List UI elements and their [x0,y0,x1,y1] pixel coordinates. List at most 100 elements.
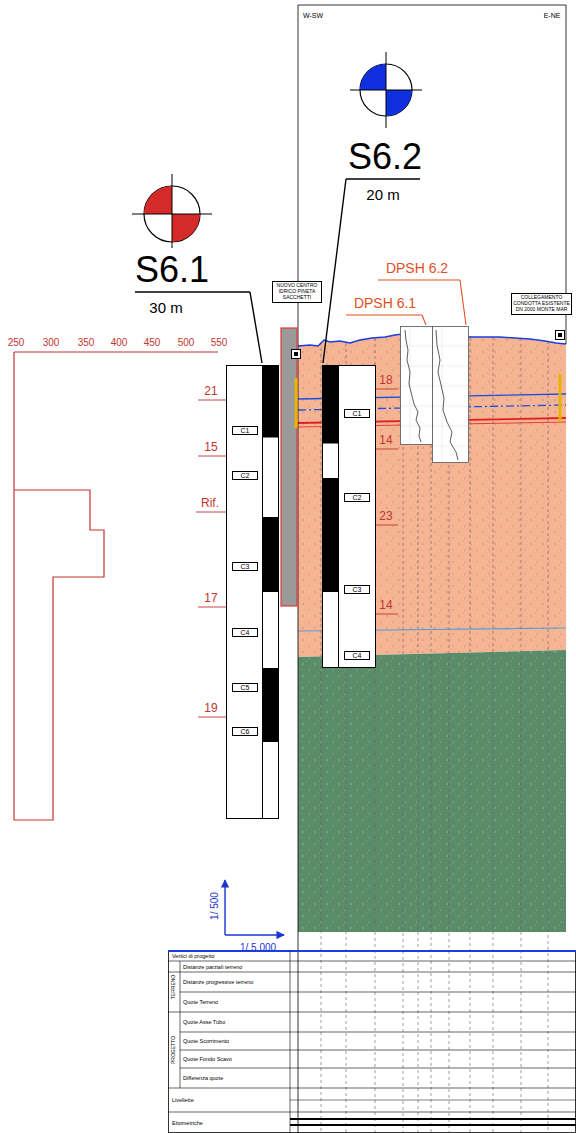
borehole-symbol [360,64,386,90]
spt-leader [198,400,226,401]
scale-arrow [225,934,284,935]
test-id: DPSH 6.2 [386,261,448,276]
resistance-chart [14,490,104,820]
spt-leader [376,449,398,450]
row-label: Quote Scorrimento [183,1038,229,1044]
box-text: C4 [241,629,250,636]
sample-box: C1 [344,409,370,418]
box-text: C1 [353,410,362,417]
axis-tick: 550 [211,337,228,348]
borehole-symbol [172,174,173,248]
profile-table [180,961,181,1088]
box-text: C1 [241,427,250,434]
profile-table [180,1032,576,1033]
profile-table [290,1118,576,1120]
penetration-plot [401,406,432,407]
axis-tick: 450 [144,337,161,348]
sample-box: C3 [344,585,370,594]
spt-leader [376,614,398,615]
box-text: C2 [241,472,250,479]
profile-table [290,1124,576,1126]
box-text: C3 [241,563,250,570]
leader-line [135,291,250,292]
station-line [418,332,419,1133]
profile-frame [298,5,299,1133]
profile-frame [298,5,566,6]
spt-leader [198,456,226,457]
scale-label: 1/ 500 [209,892,220,920]
station-line [321,342,322,1133]
resistance-chart [14,351,218,352]
connection-marker [559,374,562,422]
station-line [431,331,432,1133]
box-text: C2 [353,494,362,501]
box-text: C6 [241,728,250,735]
spt-value: 14 [378,599,393,612]
profile-table [168,961,576,962]
leader-line [250,292,262,363]
sample-box: C5 [232,683,258,692]
leader-line [460,280,466,325]
leader-line [346,178,420,179]
penetration-plot [442,327,443,462]
test-id: DPSH 6.1 [354,296,416,311]
table-header: Vertici di progetto [172,953,215,959]
borehole-column [323,366,339,444]
penetration-plot [433,386,468,387]
penetration-plot [433,327,469,463]
leader-line [323,179,346,363]
borehole-casing [281,328,301,606]
profile-table [290,1100,576,1101]
connection-marker [556,331,565,340]
spt-value: Rif. [201,497,219,510]
box-text: NUOVO CENTRO IDRICO PINETA SACCHETTI [274,283,320,300]
penetration-plot [433,446,468,447]
station-line [521,338,522,1133]
penetration-plot [433,426,468,427]
connection-marker [556,331,565,423]
resistance-chart [14,352,218,820]
profile-table [168,951,576,1133]
sample-box: C4 [344,651,370,660]
leader-line [422,315,426,325]
axis-tick: 500 [178,337,195,348]
borehole-symbol [172,214,200,242]
penetration-plot [405,330,421,442]
leader-line [346,280,466,325]
borehole-id: S6.2 [348,137,422,177]
borehole-column [227,366,279,819]
leader-line [135,292,262,363]
spt-leader [198,607,226,608]
row-label: Distanze parziali terreno [183,963,242,969]
profile-table [180,1068,576,1069]
profile-table [290,951,291,1133]
station-line [493,337,494,1133]
spt-value: 14 [378,434,393,447]
soil-layer [298,650,566,932]
leader-line [346,314,422,315]
group-label: TERRENO [171,974,177,998]
borehole-id: S6.1 [135,250,209,290]
station-line [548,341,549,1133]
borehole-column [263,366,279,438]
penetration-plot [401,366,432,367]
penetration-plot [433,366,468,367]
penetration-plot [401,327,433,445]
connection-marker [558,333,562,337]
profile-table [180,1050,576,1051]
spt-leader [198,717,226,718]
profile-table [180,992,576,993]
row-label: Quote Asse Tubo [183,1019,225,1025]
profile-frame [298,5,566,1133]
axis-tick: 250 [8,337,25,348]
spt-leader [376,389,398,390]
scale-arrow [224,880,225,935]
profile-table [169,951,576,1133]
structure-tag: NUOVO CENTRO IDRICO PINETA SACCHETTI [272,281,322,303]
penetration-plot [436,330,458,460]
penetration-plot [401,346,432,347]
scale-label: 1/ 5.000 [240,942,276,953]
row-label: Differenza quote [183,1075,223,1081]
box-text: C4 [353,652,362,659]
